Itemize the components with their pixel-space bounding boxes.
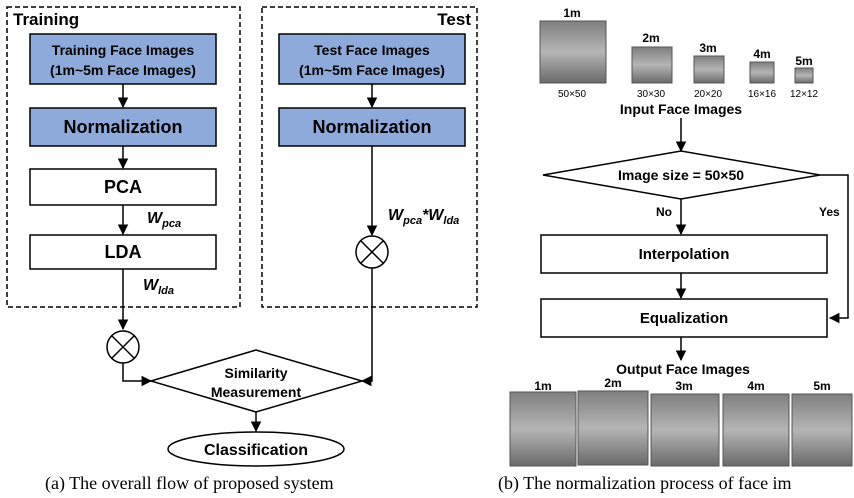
input-face-images-label: Input Face Images — [620, 101, 742, 117]
output-face-images-label: Output Face Images — [616, 361, 750, 377]
caption-b: (b) The normalization process of face im — [498, 473, 792, 494]
similarity-diamond — [148, 349, 365, 413]
input-dist-5: 5m — [795, 54, 812, 68]
input-size-2: 30×30 — [637, 89, 666, 100]
test-multiply-node — [355, 235, 389, 269]
test-normalization-label: Normalization — [312, 117, 431, 137]
output-dist-2: 2m — [604, 376, 621, 390]
similarity-line1: Similarity — [224, 365, 287, 381]
training-title: Training — [13, 10, 79, 29]
classification-ellipse — [167, 431, 345, 467]
output-dist-1: 1m — [534, 379, 551, 393]
w-lda-label: Wlda — [143, 277, 174, 297]
interpolation-label: Interpolation — [639, 246, 730, 263]
input-dist-3: 3m — [699, 41, 716, 55]
similarity-line2: Measurement — [211, 384, 302, 400]
pca-label: PCA — [104, 177, 142, 197]
input-dist-4: 4m — [753, 47, 770, 61]
lda-label: LDA — [105, 242, 142, 262]
input-dist-1: 1m — [563, 6, 580, 20]
input-face-4 — [749, 61, 775, 84]
panel-b: 1m 50×50 2m 30×30 3m 20×20 4m 16×16 5m 1… — [498, 6, 853, 494]
classification-label: Classification — [204, 442, 308, 459]
output-face-5 — [791, 393, 853, 467]
training-multiply-node — [106, 330, 140, 364]
equalization-label: Equalization — [640, 310, 728, 327]
equalization-box — [540, 298, 828, 338]
training-images-line2: (1m~5m Face Images) — [50, 62, 196, 78]
training-normalization-box — [29, 107, 217, 147]
yes-label: Yes — [819, 205, 840, 219]
test-title: Test — [437, 10, 471, 29]
output-face-2 — [577, 390, 649, 466]
input-size-1: 50×50 — [558, 89, 587, 100]
output-face-4 — [722, 393, 790, 467]
w-pca-label: Wpca — [147, 210, 181, 230]
panel-a: Training Test Training Face Images (1m~5… — [6, 6, 478, 494]
test-images-line2: (1m~5m Face Images) — [299, 62, 445, 78]
arrow-test-to-similarity — [360, 268, 373, 387]
interpolation-box — [540, 234, 828, 274]
input-face-1 — [539, 20, 607, 84]
caption-a: (a) The overall flow of proposed system — [45, 473, 334, 494]
input-size-3: 20×20 — [694, 89, 723, 100]
input-size-5: 12×12 — [790, 89, 819, 100]
lda-box — [29, 234, 217, 270]
test-images-box — [278, 33, 466, 85]
arrow-decision-yes — [820, 174, 849, 324]
input-face-5 — [794, 67, 814, 84]
output-dist-4: 4m — [747, 379, 764, 393]
pca-box — [29, 168, 217, 206]
input-size-4: 16×16 — [748, 89, 777, 100]
decision-label: Image size = 50×50 — [618, 167, 744, 183]
no-label: No — [656, 205, 672, 219]
output-face-1 — [509, 391, 577, 467]
output-dist-3: 3m — [675, 379, 692, 393]
training-normalization-label: Normalization — [63, 117, 182, 137]
test-frame — [261, 6, 478, 308]
input-dist-2: 2m — [642, 31, 659, 45]
arrow-train-to-similarity — [122, 363, 153, 387]
input-face-2 — [631, 46, 673, 84]
output-dist-5: 5m — [813, 379, 830, 393]
training-images-line1: Training Face Images — [52, 42, 195, 58]
output-face-3 — [650, 393, 720, 467]
test-images-line1: Test Face Images — [314, 42, 430, 58]
input-face-3 — [693, 55, 725, 84]
training-images-box — [29, 33, 217, 85]
w-test-label: Wpca*Wlda — [388, 207, 459, 227]
